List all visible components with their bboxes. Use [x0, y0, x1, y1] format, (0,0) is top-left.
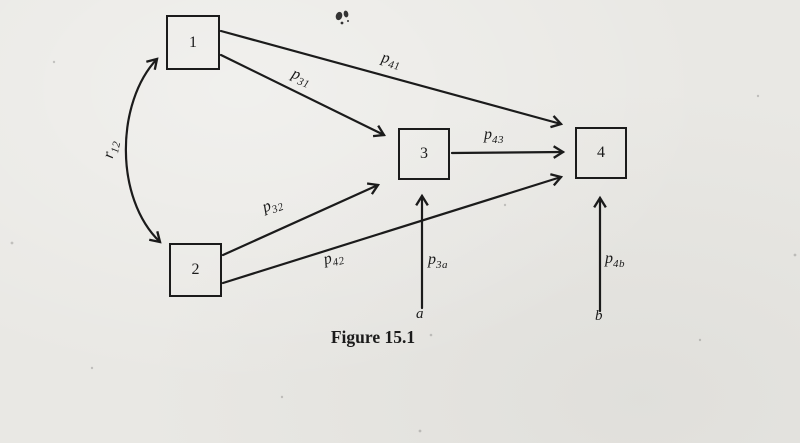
arrow-p31: [219, 53, 386, 138]
correlation-label-r12-sub: 12: [109, 140, 124, 155]
node-label-4: 4: [597, 144, 605, 161]
residual-label-a: a: [416, 306, 424, 322]
arrow-p32: [221, 182, 381, 257]
path-label-p43-sub: 43: [492, 134, 504, 146]
node-box-4: 4: [575, 127, 627, 179]
path-label-p43: p43: [484, 127, 504, 146]
path-label-p43-base: p: [484, 126, 492, 143]
ink-smudge-artifact: [335, 10, 349, 25]
node-label-3: 3: [420, 145, 428, 162]
arrow-p43: [450, 145, 566, 159]
correlation-label-r12: r12: [100, 139, 124, 161]
figure-caption: Figure 15.1: [330, 327, 416, 347]
node-box-3: 3: [398, 128, 450, 180]
path-label-p4b: p4b: [605, 251, 625, 270]
node-box-1: 1: [166, 15, 220, 70]
arrow-r12-correlation: [124, 57, 162, 244]
path-label-p4b-base: p: [605, 250, 613, 267]
path-label-p3a-base: p: [428, 251, 436, 268]
path-label-p4b-sub: 4b: [613, 258, 625, 270]
arrow-p42: [221, 173, 564, 285]
path-label-p3a-sub: 3a: [436, 259, 448, 271]
node-box-2: 2: [169, 243, 222, 297]
node-label-2: 2: [191, 261, 200, 278]
paper-specks: [10, 60, 797, 433]
arrow-p41: [219, 29, 564, 129]
node-label-1: 1: [189, 33, 197, 51]
path-label-p41: p41: [379, 49, 403, 73]
path-label-p3a: p3a: [428, 252, 448, 271]
residual-label-b: b: [595, 308, 603, 324]
